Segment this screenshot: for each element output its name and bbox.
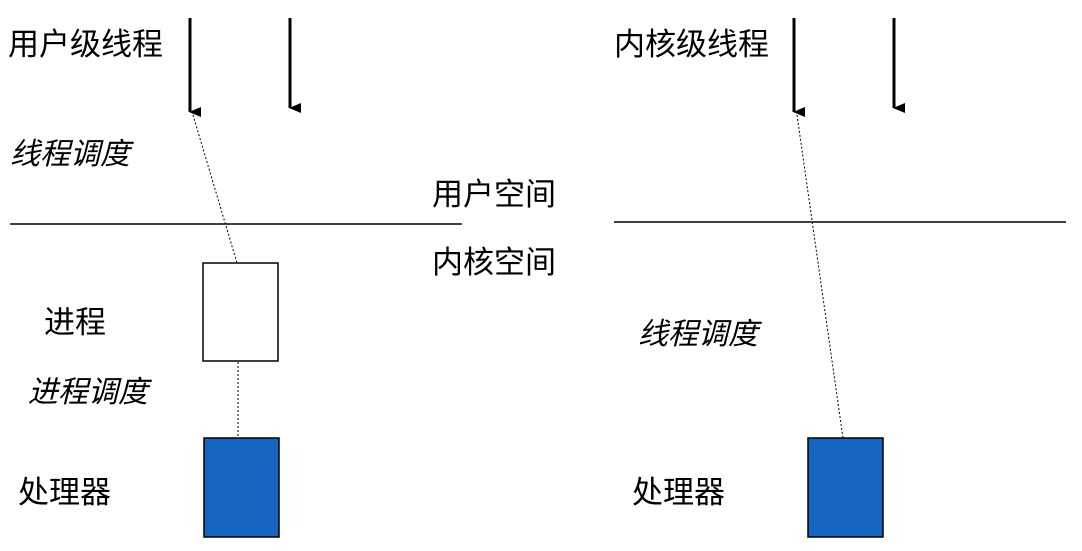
process-box bbox=[202, 262, 279, 362]
right-thread-scheduling-label: 线程调度 bbox=[638, 317, 758, 352]
process-label: 进程 bbox=[44, 305, 106, 341]
left-processor-box bbox=[203, 437, 280, 538]
left-title: 用户级线程 bbox=[8, 27, 163, 63]
right-processor-box bbox=[807, 437, 884, 538]
process-scheduling-label: 进程调度 bbox=[28, 375, 148, 410]
user-space-label: 用户空间 bbox=[432, 177, 556, 213]
right-thread-to-processor-dotted bbox=[796, 114, 844, 439]
right-title: 内核级线程 bbox=[614, 27, 769, 63]
left-thread-scheduling-label: 线程调度 bbox=[10, 137, 130, 172]
left-processor-label: 处理器 bbox=[18, 475, 111, 511]
kernel-space-label: 内核空间 bbox=[432, 245, 556, 281]
right-processor-label: 处理器 bbox=[632, 475, 725, 511]
left-thread-to-process-dotted bbox=[192, 114, 238, 264]
